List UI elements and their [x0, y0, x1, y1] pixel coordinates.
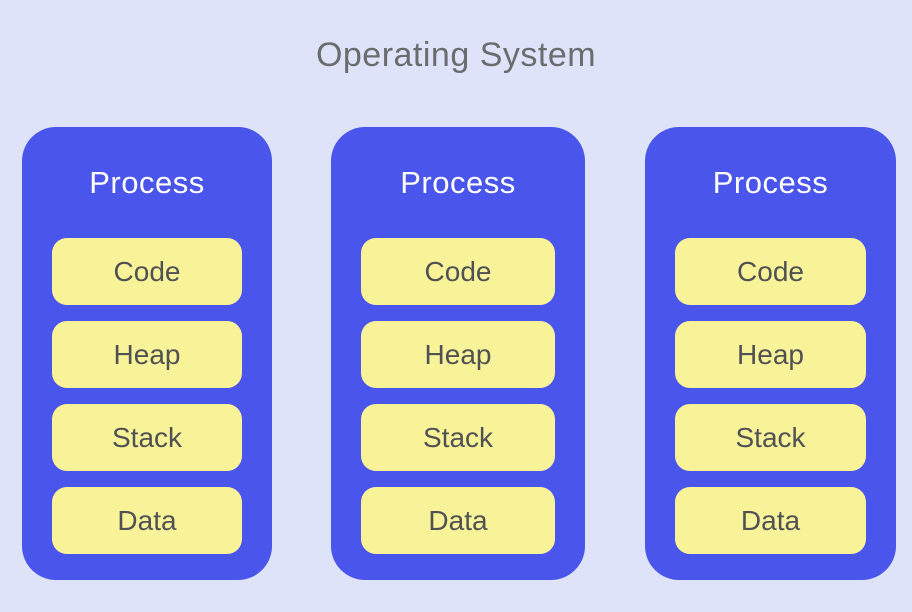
segment-list: Code Heap Stack Data	[52, 238, 242, 554]
segment-data: Data	[675, 487, 866, 554]
segment-code: Code	[52, 238, 242, 305]
process-card: Process Code Heap Stack Data	[645, 127, 896, 580]
segment-stack: Stack	[52, 404, 242, 471]
segment-data: Data	[52, 487, 242, 554]
segment-list: Code Heap Stack Data	[675, 238, 866, 554]
process-card: Process Code Heap Stack Data	[22, 127, 272, 580]
segment-list: Code Heap Stack Data	[361, 238, 555, 554]
process-card: Process Code Heap Stack Data	[331, 127, 585, 580]
page-title: Operating System	[315, 36, 597, 74]
segment-code: Code	[675, 238, 866, 305]
segment-heap: Heap	[361, 321, 555, 388]
process-card-title: Process	[89, 164, 205, 200]
segment-stack: Stack	[675, 404, 866, 471]
segment-data: Data	[361, 487, 555, 554]
segment-heap: Heap	[675, 321, 866, 388]
segment-stack: Stack	[361, 404, 555, 471]
segment-heap: Heap	[52, 321, 242, 388]
segment-code: Code	[361, 238, 555, 305]
process-card-title: Process	[400, 164, 516, 200]
process-card-title: Process	[712, 164, 829, 200]
